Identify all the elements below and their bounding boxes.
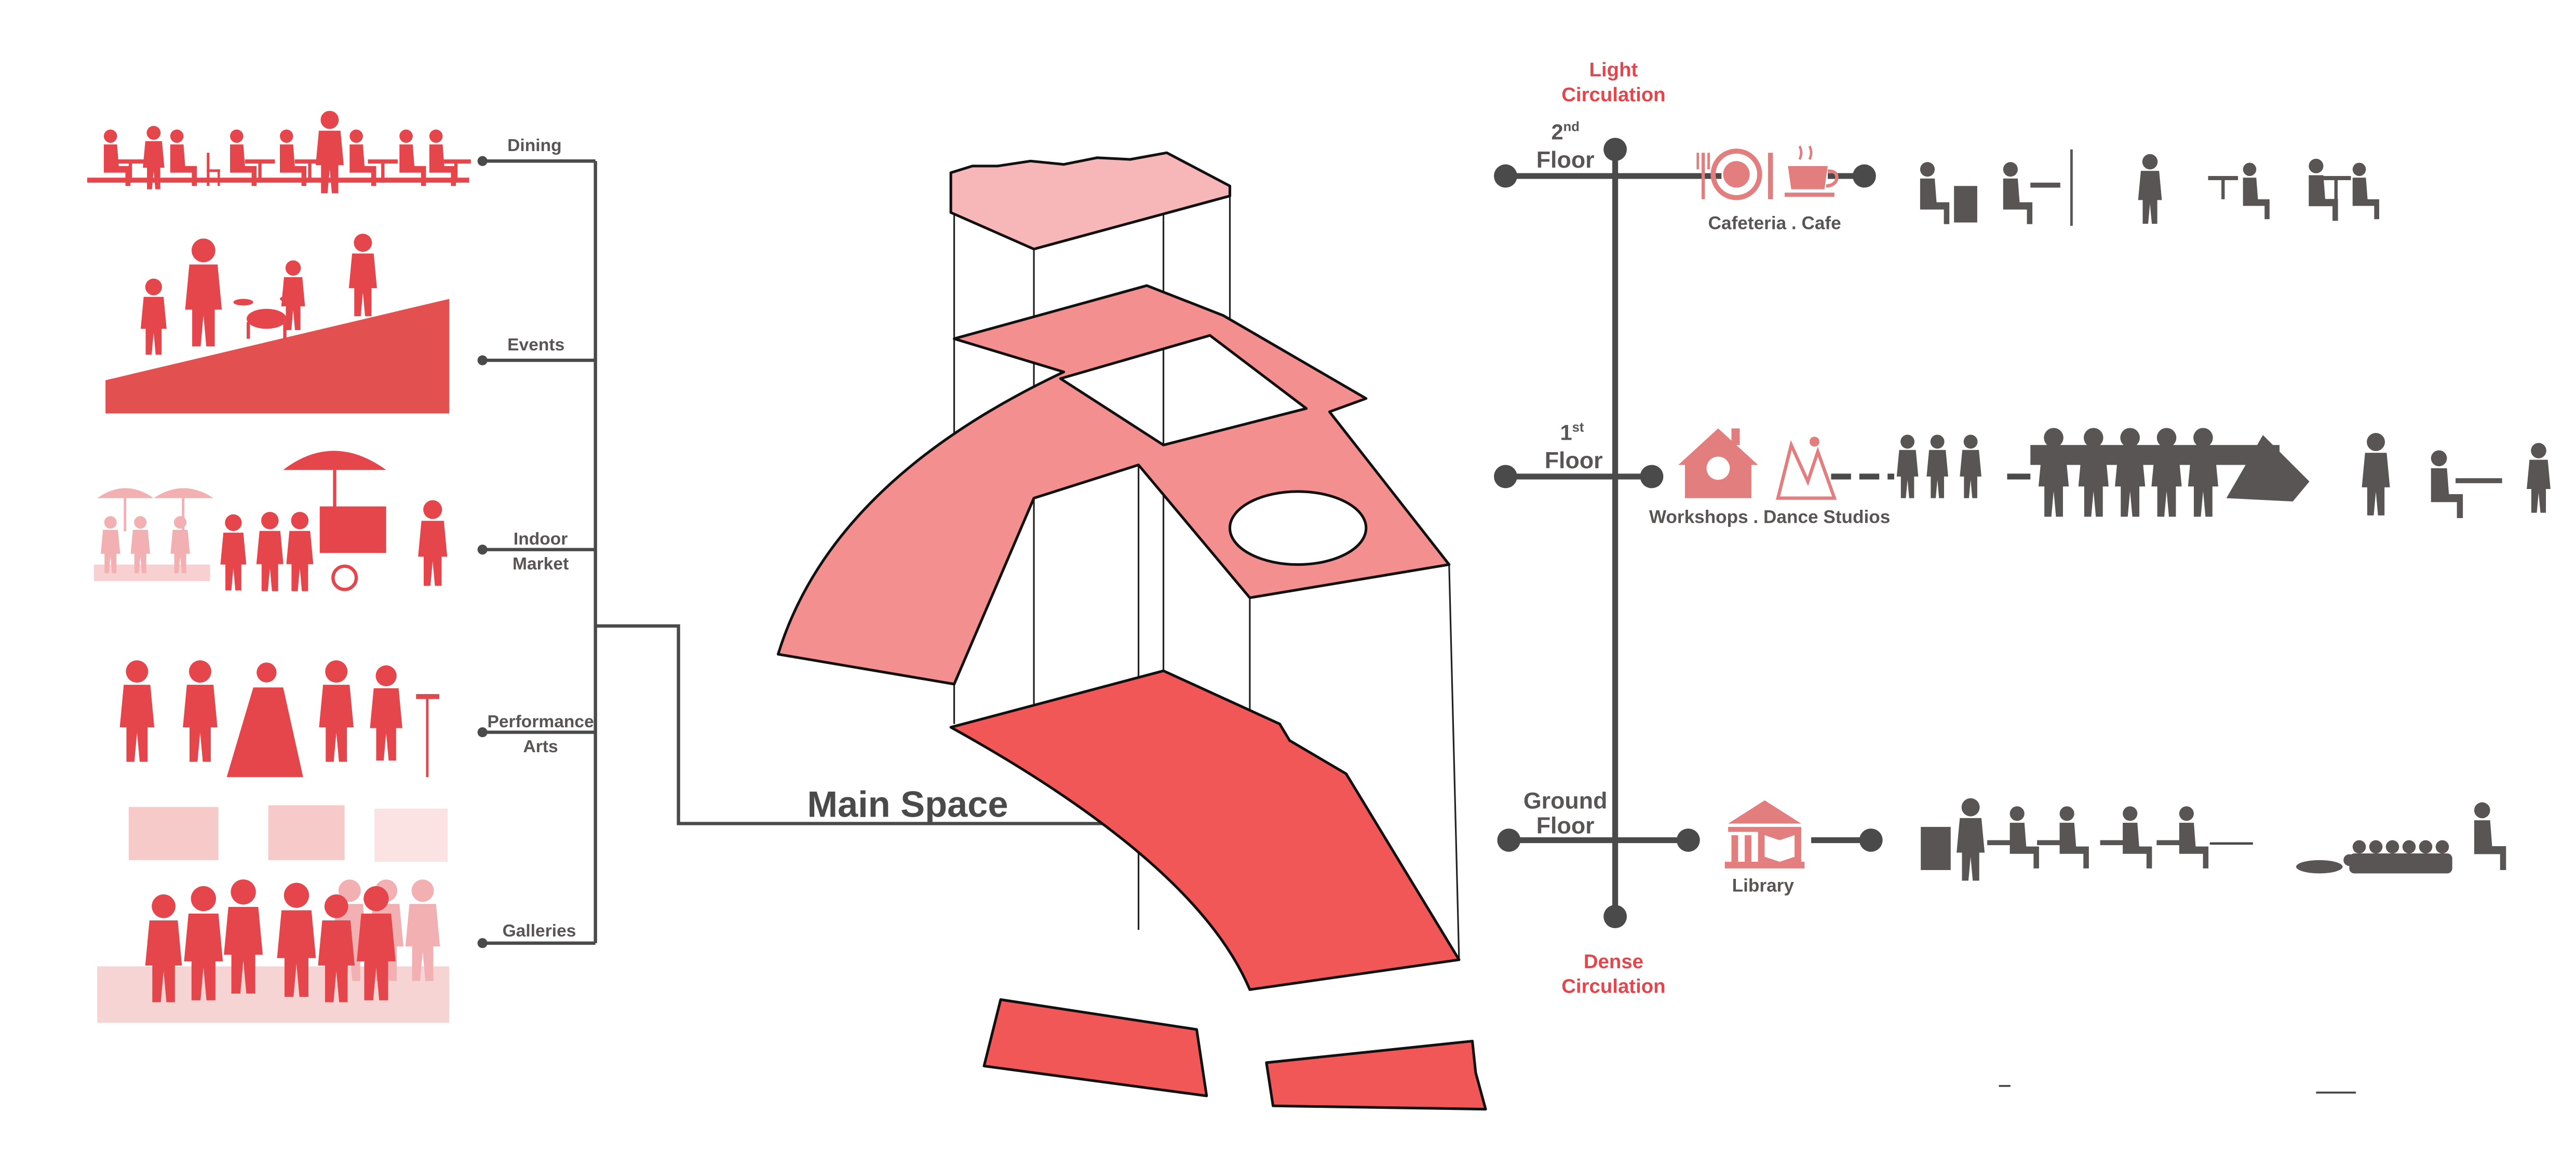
ground-mid-node — [1676, 829, 1700, 852]
ground-people-silhouettes — [1921, 798, 2506, 881]
light-circulation-line2: Circulation — [1561, 84, 1665, 106]
lower-fragment-right — [1265, 1039, 1487, 1111]
cafe-plate-cup-icon — [1696, 145, 1839, 200]
stray-marks — [1999, 1084, 2356, 1094]
floor1-node — [1494, 465, 1517, 488]
floor1-word: Floor — [1545, 447, 1603, 473]
left-activities — [87, 111, 471, 1023]
second-floor-slab — [776, 284, 1451, 686]
label-events: Events — [507, 335, 564, 355]
floor2-word: Floor — [1536, 147, 1595, 173]
workshop-dance-icon — [1678, 428, 1837, 500]
main-space-slab — [949, 669, 1461, 991]
axis-bottom-node — [1603, 905, 1627, 928]
ground-line1: Ground — [1523, 788, 1608, 814]
floor2-node — [1494, 164, 1517, 188]
label-arts: Arts — [523, 737, 558, 756]
label-galleries: Galleries — [503, 921, 576, 941]
floor2-people-silhouettes — [1920, 149, 2379, 226]
ground-node — [1497, 829, 1521, 852]
gallery-visitors-silhouette — [97, 805, 450, 1023]
market-node — [477, 545, 488, 555]
dining-node — [477, 156, 488, 166]
roof-slab — [949, 151, 1232, 251]
floor1-end-node — [1640, 465, 1664, 488]
events-node — [477, 355, 488, 365]
program-library: Library — [1732, 876, 1795, 896]
exploded-axonometric — [776, 151, 1487, 1111]
performance-node — [477, 727, 488, 738]
lower-fragment-left — [982, 998, 1208, 1097]
label-market: Market — [512, 554, 569, 574]
market-stall-silhouette — [93, 451, 448, 591]
floor1-people-silhouettes — [1896, 428, 2551, 518]
left-connector-tree — [482, 159, 1204, 945]
ground-end-node — [1859, 829, 1883, 852]
floor2-end-node — [1853, 164, 1876, 188]
label-dining: Dining — [507, 136, 561, 155]
dense-circulation-line1: Dense — [1584, 951, 1643, 973]
program-cafe: Cafeteria . Cafe — [1708, 213, 1841, 233]
floor1-number: 1st — [1560, 420, 1584, 445]
label-indoor: Indoor — [514, 530, 568, 549]
dense-circulation-line2: Circulation — [1561, 975, 1665, 998]
axis-top-node — [1603, 138, 1627, 161]
dining-crowd-silhouette — [87, 111, 471, 194]
circulation-axis — [1505, 149, 2253, 917]
label-performance: Performance — [487, 712, 594, 731]
light-circulation-line1: Light — [1589, 59, 1638, 81]
band-on-stage-silhouette — [105, 234, 450, 414]
library-icon — [1724, 800, 1805, 868]
floor2-number: 2nd — [1551, 120, 1579, 144]
performers-silhouette — [119, 660, 440, 777]
program-workshops: Workshops . Dance Studios — [1649, 507, 1890, 527]
main-space-label: Main Space — [807, 784, 1008, 825]
ground-line2: Floor — [1536, 813, 1595, 839]
galleries-node — [477, 938, 488, 948]
